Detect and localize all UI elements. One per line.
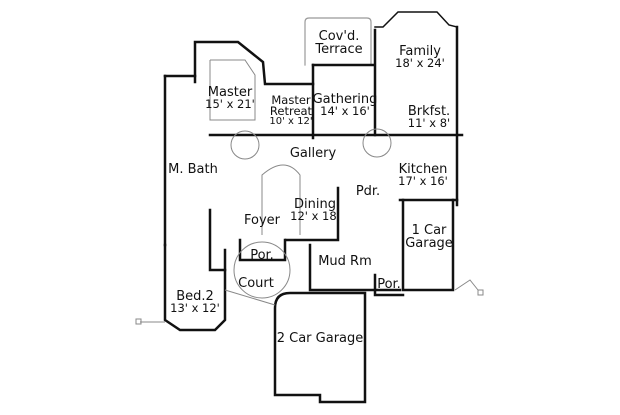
court-arc	[233, 241, 291, 299]
master-bed-outline	[209, 59, 256, 121]
foyer-left	[208, 208, 227, 272]
terrace-outline	[304, 17, 372, 66]
east-marker	[477, 289, 484, 296]
room-label-foyer: Foyer	[243, 213, 280, 228]
court-wall	[224, 289, 276, 306]
room-label-master-retreat: Master Retreat 10' x 12'	[269, 93, 313, 127]
room-label-covd-terrace: Cov'd. Terrace	[315, 29, 363, 57]
por-front-walls	[238, 238, 287, 262]
room-label-m-bath: M. Bath	[168, 162, 218, 177]
dining-wall	[284, 186, 340, 242]
room-label-mud-rm: Mud Rm	[318, 254, 372, 269]
room-label-brkfst: Brkfst. 11' x 8'	[407, 104, 451, 130]
room-label-master: Master 15' x 21'	[205, 85, 255, 111]
garage1-walls	[401, 198, 455, 292]
east-gate	[454, 279, 479, 291]
room-label-gathering: Gathering 14' x 16'	[312, 92, 378, 118]
foyer-arch	[261, 164, 301, 235]
room-label-1-car-garage: 1 Car Garage	[405, 223, 453, 251]
master-wall	[193, 40, 315, 86]
west-marker	[135, 318, 142, 325]
room-label-por-side: Por.	[377, 277, 401, 292]
room-label-2-car-garage: 2 Car Garage	[276, 331, 364, 346]
stair-tower-2	[362, 128, 392, 158]
room-label-dining: Dining 12' x 18'	[290, 197, 340, 223]
room-label-family: Family 18' x 24'	[395, 44, 445, 70]
room-label-court: Court	[238, 276, 274, 291]
por-side	[373, 273, 405, 297]
bed2-walls	[163, 243, 227, 332]
room-label-kitchen: Kitchen 17' x 16'	[398, 162, 448, 188]
room-label-pdr: Pdr.	[355, 184, 381, 199]
room-label-bed-2: Bed.2 13' x 12'	[170, 289, 220, 315]
mudrm-wall	[308, 243, 402, 292]
stair-tower-1	[230, 130, 260, 160]
room-label-por-front: Por.	[250, 248, 274, 263]
family-bay	[374, 11, 458, 28]
garage2-walls	[273, 291, 367, 404]
room-label-gallery: Gallery	[289, 146, 337, 161]
